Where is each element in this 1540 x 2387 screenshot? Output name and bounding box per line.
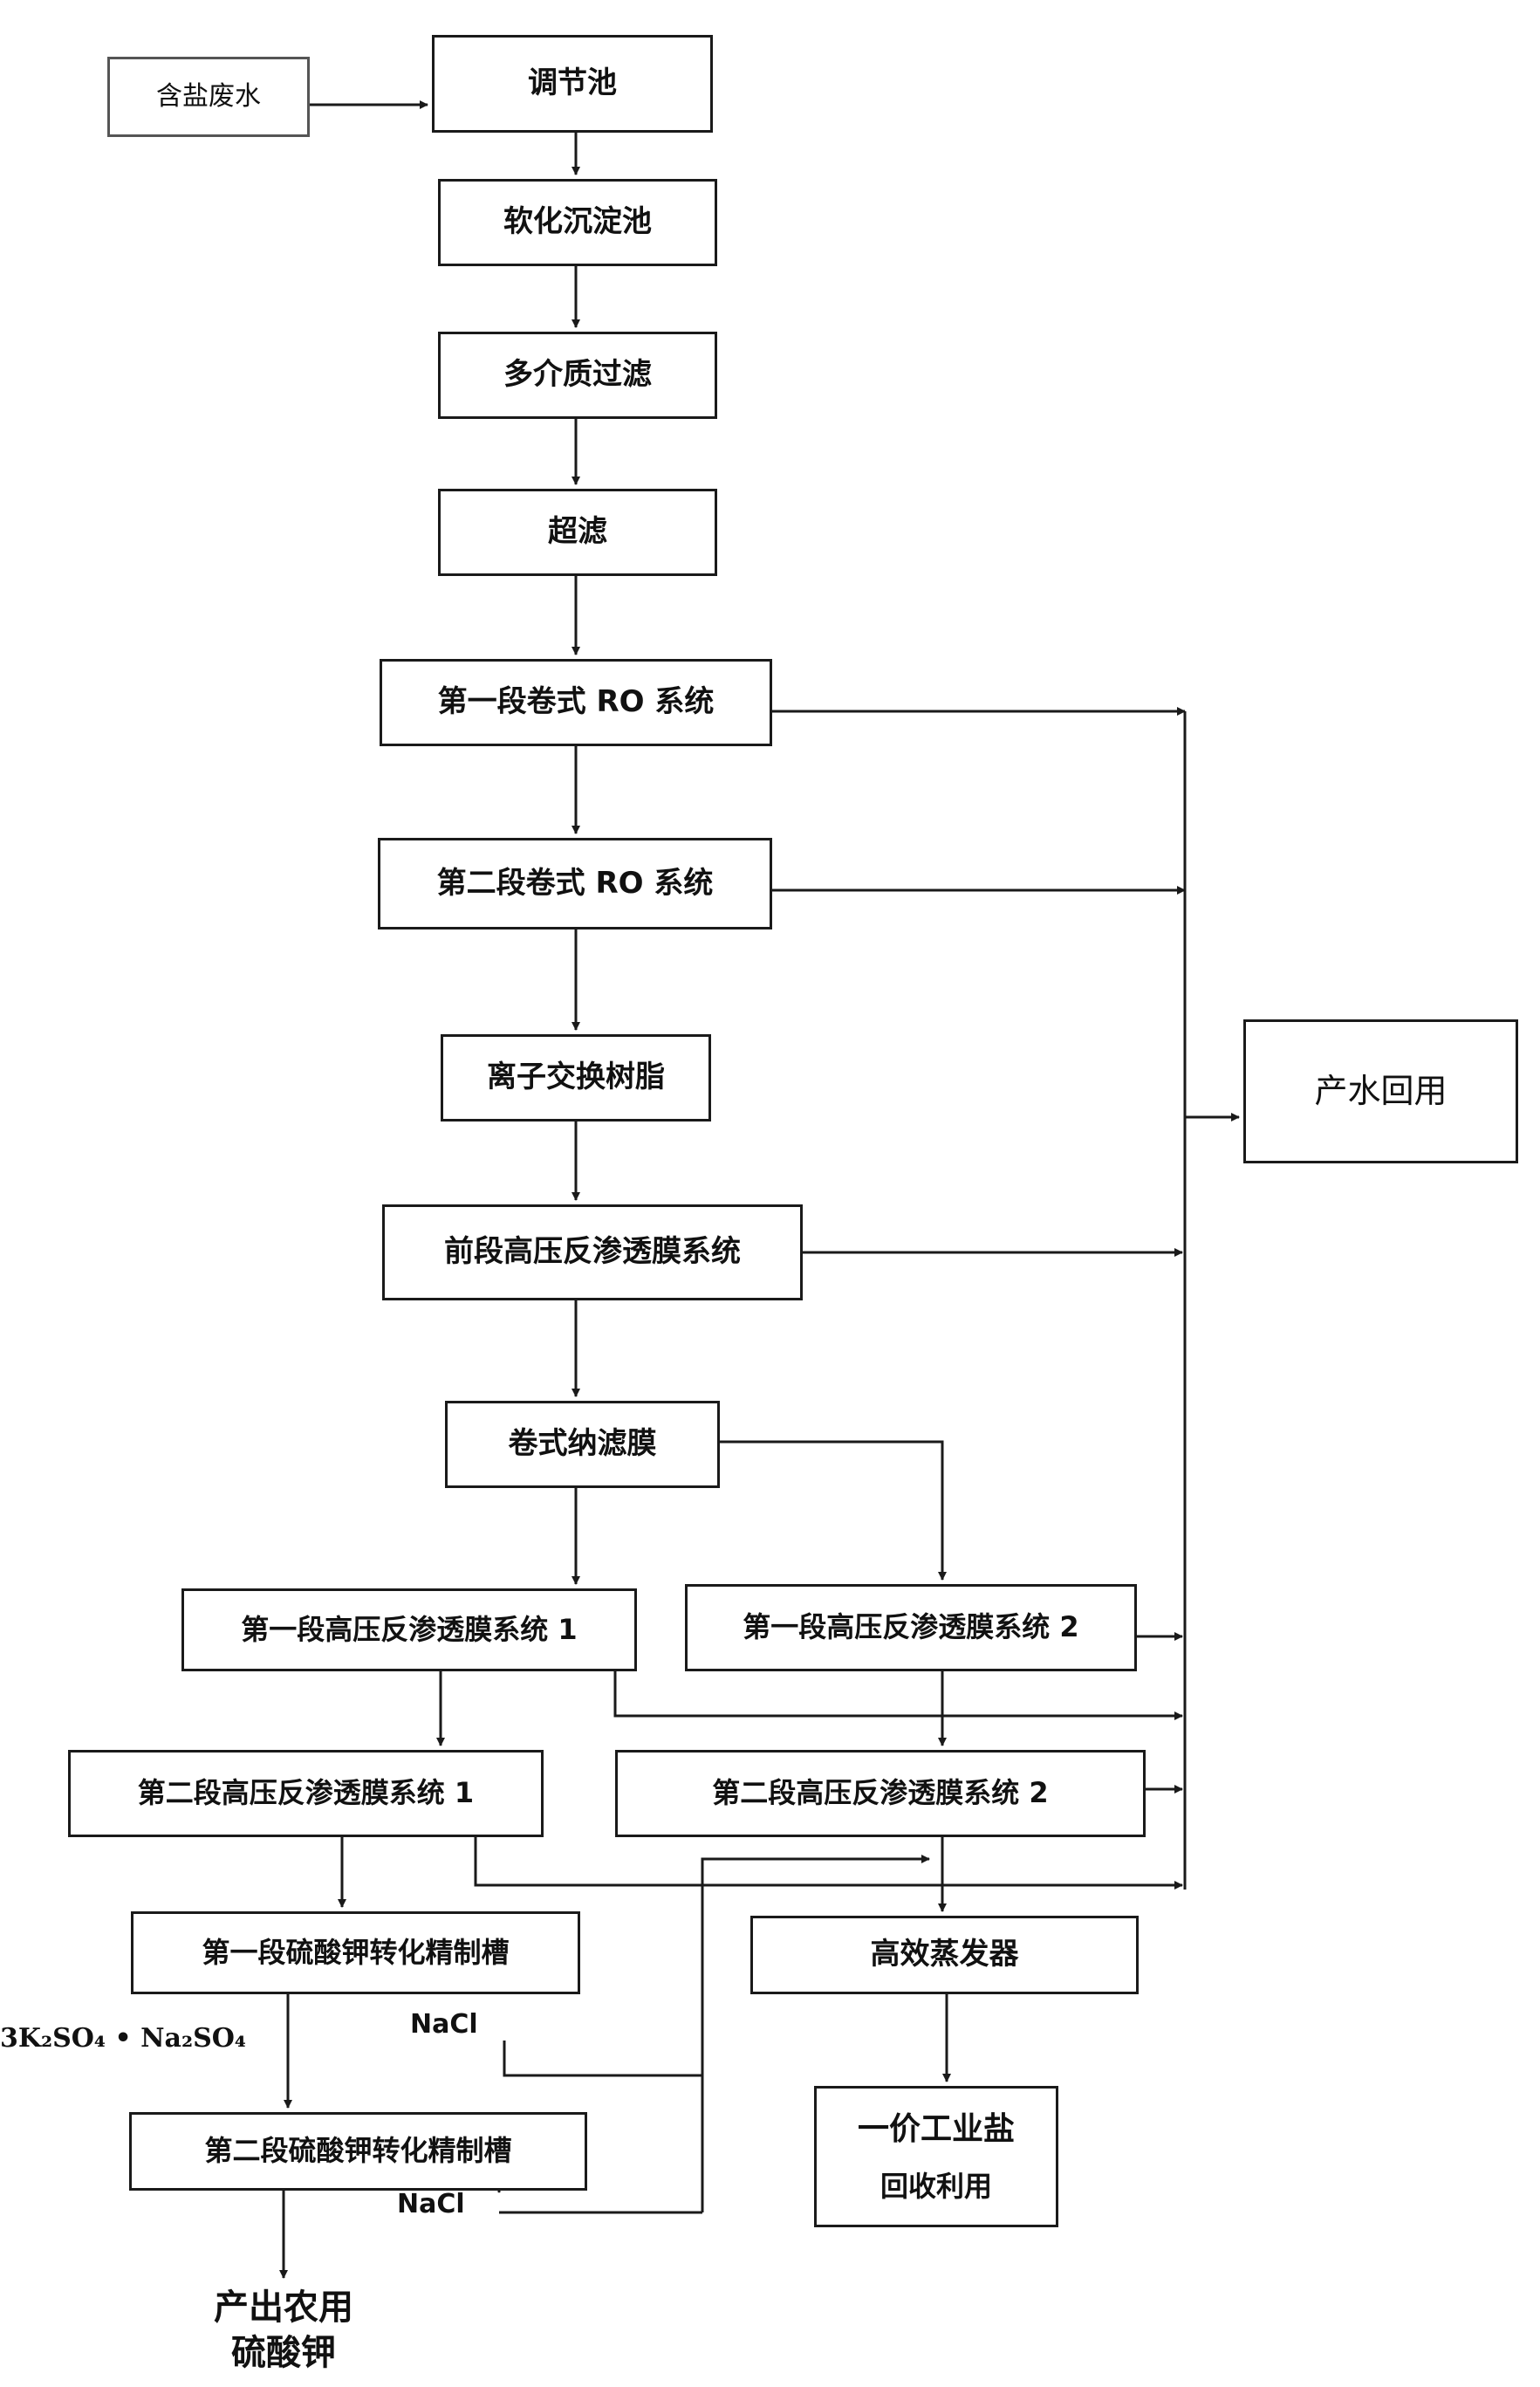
salt-wastewater-label: 含盐废水 xyxy=(156,80,261,112)
ultrafiltration-box: 超滤 xyxy=(438,489,717,576)
ultrafiltration-label: 超滤 xyxy=(548,514,607,550)
equalization-tank-label: 调节池 xyxy=(528,65,617,101)
arrow-hpro21-permeate xyxy=(474,1837,1183,1890)
softening-sedimentation-label: 软化沉淀池 xyxy=(503,204,652,240)
ro-stage1-label: 第一段卷式 RO 系统 xyxy=(437,684,715,720)
ion-exchange-label: 离子交换树脂 xyxy=(487,1060,665,1095)
product-label-line1: 产出农用 xyxy=(214,2288,353,2328)
hp-ro-1-1-box: 第一段高压反渗透膜系统 1 xyxy=(181,1588,637,1671)
hp-ro-1-2-label: 第一段高压反渗透膜系统 2 xyxy=(743,1610,1079,1644)
hp-ro-2-1-box: 第二段高压反渗透膜系统 1 xyxy=(68,1750,544,1837)
industrial-salt-label-line1: 一价工业盐 xyxy=(857,2111,1015,2148)
k2so4-stage1-box: 第一段硫酸钾转化精制槽 xyxy=(131,1911,580,1994)
k2so4-stage2-label: 第二段硫酸钾转化精制槽 xyxy=(204,2134,512,2168)
water-reuse-box: 产水回用 xyxy=(1243,1019,1518,1163)
pre-hp-ro-label: 前段高压反渗透膜系统 xyxy=(444,1234,741,1270)
nacl-label-1: NaCl xyxy=(410,2009,478,2040)
multimedia-filter-box: 多介质过滤 xyxy=(438,332,717,419)
nacl-label-2: NaCl xyxy=(397,2189,465,2219)
water-reuse-label: 产水回用 xyxy=(1314,1071,1448,1110)
k2so4-stage1-label: 第一段硫酸钾转化精制槽 xyxy=(202,1935,510,1969)
ro-stage2-box: 第二段卷式 RO 系统 xyxy=(378,838,772,929)
industrial-salt-label-line2: 回收利用 xyxy=(880,2169,992,2203)
ro-stage2-label: 第二段卷式 RO 系统 xyxy=(436,865,714,901)
evaporator-box: 高效蒸发器 xyxy=(750,1916,1139,1994)
hp-ro-2-1-label: 第二段高压反渗透膜系统 1 xyxy=(137,1776,475,1810)
arrow-hpro11-permeate xyxy=(613,1671,1183,1720)
evaporator-label: 高效蒸发器 xyxy=(870,1937,1019,1972)
industrial-salt-box: 一价工业盐 回收利用 xyxy=(814,2086,1058,2227)
multimedia-filter-label: 多介质过滤 xyxy=(503,357,652,393)
arrow-nf-to-hpro12 xyxy=(720,1440,947,1581)
product-label-line2: 硫酸钾 xyxy=(231,2333,336,2373)
hp-ro-2-2-box: 第二段高压反渗透膜系统 2 xyxy=(615,1750,1146,1837)
hp-ro-2-2-label: 第二段高压反渗透膜系统 2 xyxy=(712,1776,1049,1810)
nanofiltration-box: 卷式纳滤膜 xyxy=(445,1401,720,1488)
ro-stage1-box: 第一段卷式 RO 系统 xyxy=(380,659,772,746)
equalization-tank-box: 调节池 xyxy=(432,35,713,133)
k2so4-stage2-box: 第二段硫酸钾转化精制槽 xyxy=(129,2112,587,2191)
product-label: 产出农用 硫酸钾 xyxy=(170,2285,397,2376)
nanofiltration-label: 卷式纳滤膜 xyxy=(508,1426,657,1462)
double-salt-label: 3K₂SO₄ • Na₂SO₄ xyxy=(0,2023,247,2054)
hp-ro-1-2-box: 第一段高压反渗透膜系统 2 xyxy=(685,1584,1137,1671)
ion-exchange-box: 离子交换树脂 xyxy=(441,1034,711,1121)
softening-sedimentation-box: 软化沉淀池 xyxy=(438,179,717,266)
pre-hp-ro-box: 前段高压反渗透膜系统 xyxy=(382,1204,803,1300)
salt-wastewater-box: 含盐废水 xyxy=(107,57,310,137)
hp-ro-1-1-label: 第一段高压反渗透膜系统 1 xyxy=(241,1612,578,1646)
